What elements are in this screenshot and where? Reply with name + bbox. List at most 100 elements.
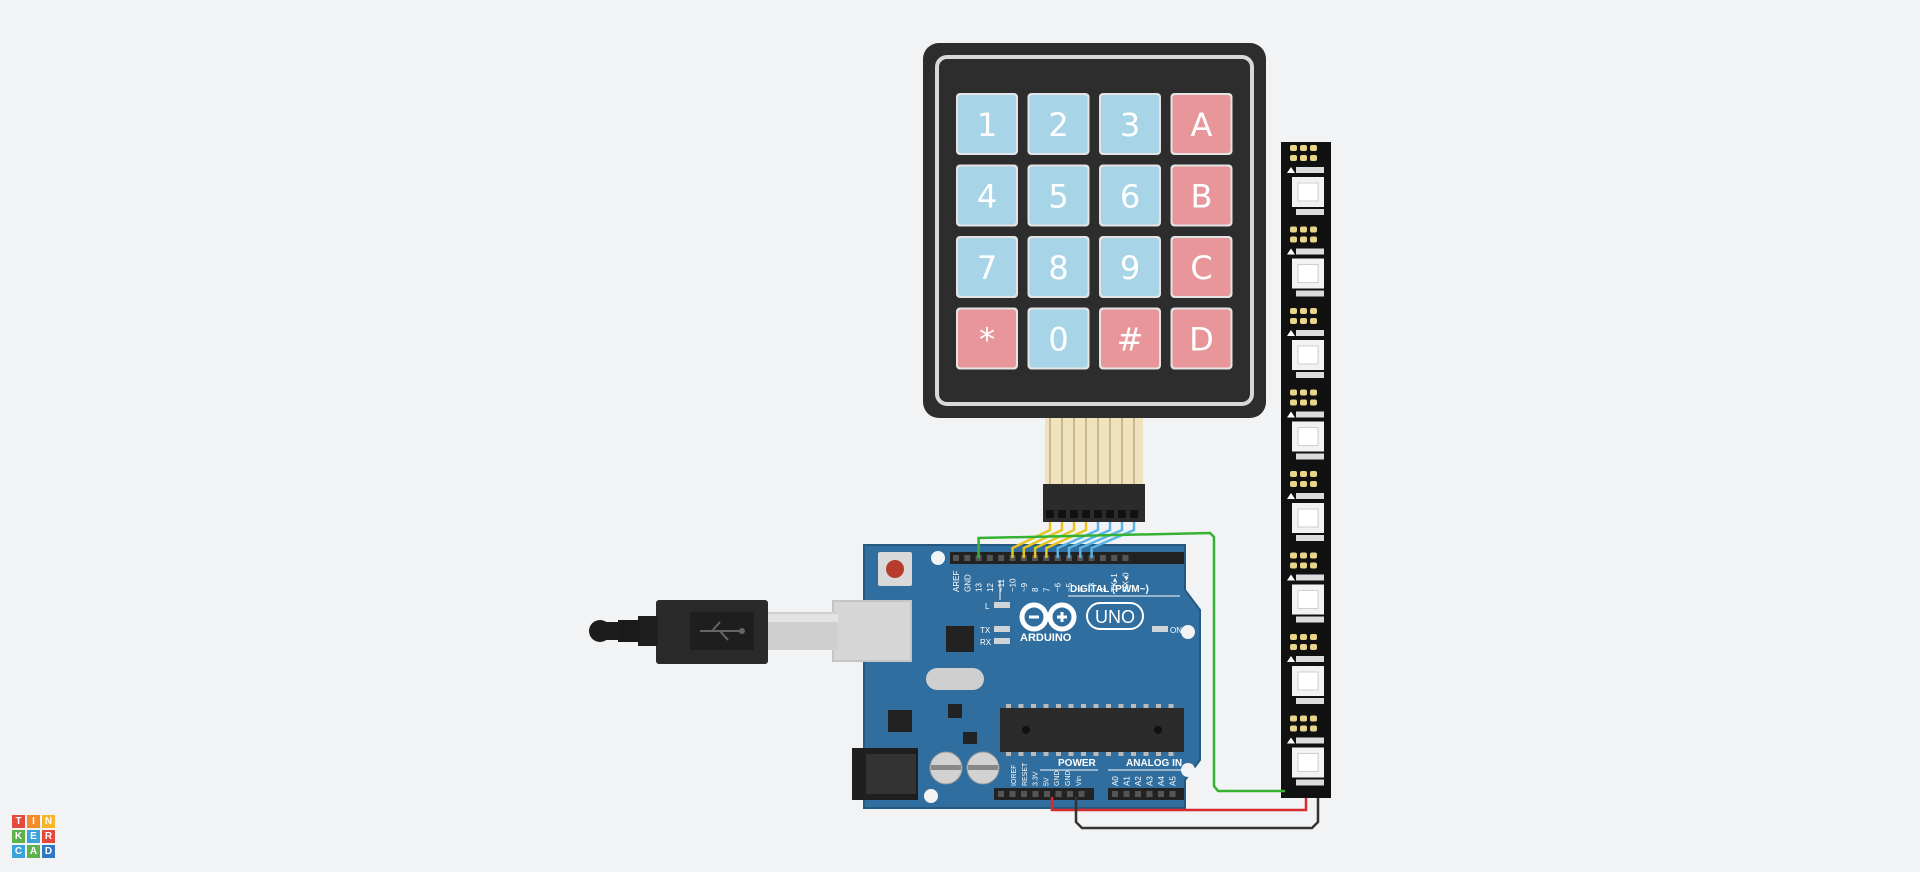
- digital-pin-label: 7: [1042, 587, 1051, 592]
- power-pin-hole[interactable]: [1021, 791, 1027, 797]
- digital-pin-hole[interactable]: [953, 555, 959, 561]
- neopixel-led[interactable]: [1287, 389, 1324, 460]
- keypad-key[interactable]: 0: [1027, 307, 1090, 370]
- neopixel-led[interactable]: [1287, 715, 1324, 786]
- keypad-key[interactable]: 4: [956, 164, 1018, 227]
- digital-pin-label: RX◂0: [1122, 572, 1131, 592]
- power-pin-hole[interactable]: [1044, 791, 1050, 797]
- keypad-key[interactable]: 2: [1027, 93, 1090, 155]
- key-label: 3: [1120, 106, 1140, 144]
- keypad-key[interactable]: B: [1170, 164, 1233, 227]
- keypad-key[interactable]: 1: [956, 93, 1018, 155]
- neopixel-led[interactable]: [1287, 226, 1324, 297]
- logo-letter: N: [42, 815, 55, 828]
- usb-b-port[interactable]: [832, 600, 912, 662]
- keypad-key[interactable]: 9: [1099, 236, 1161, 298]
- keypad-wire[interactable]: [1022, 522, 1064, 558]
- status-leds: L TX RX ON: [980, 602, 1182, 647]
- key-label: 1: [977, 106, 997, 144]
- power-jack[interactable]: [852, 748, 918, 800]
- on-led-label: ON: [1170, 626, 1182, 635]
- keypad-wire[interactable]: [1079, 522, 1124, 558]
- connector-pin[interactable]: [1082, 510, 1090, 518]
- analog-pin-hole[interactable]: [1146, 791, 1153, 797]
- power-pin-hole[interactable]: [1055, 791, 1062, 797]
- power-pin-hole[interactable]: [1067, 791, 1073, 797]
- keypad-key[interactable]: D: [1170, 307, 1233, 370]
- connector-pin[interactable]: [1118, 510, 1126, 518]
- digital-pin-hole[interactable]: [1122, 555, 1129, 561]
- reset-button[interactable]: [878, 552, 912, 586]
- keypad-key[interactable]: 7: [956, 236, 1018, 298]
- keypad-wire[interactable]: [1033, 522, 1076, 558]
- arduino-model: UNO: [1095, 607, 1135, 627]
- keypad-key[interactable]: 6: [1099, 164, 1161, 227]
- digital-pin-hole[interactable]: [1111, 555, 1118, 561]
- connector-pin[interactable]: [1058, 510, 1066, 518]
- power-pin-label: GND: [1054, 770, 1061, 786]
- analog-pin-hole[interactable]: [1158, 791, 1164, 797]
- digital-pin-label: 13: [975, 583, 984, 592]
- power-pin-hole[interactable]: [1032, 791, 1039, 797]
- usb-cable[interactable]: [589, 600, 838, 664]
- keypad-key[interactable]: 5: [1027, 164, 1090, 227]
- keypad-wire[interactable]: [1090, 522, 1136, 558]
- digital-pin-hole[interactable]: [986, 555, 993, 561]
- keypad-wire[interactable]: [1045, 522, 1088, 558]
- ground-wire[interactable]: [1074, 797, 1320, 830]
- neopixel-led[interactable]: [1287, 145, 1324, 215]
- analog-pin-hole[interactable]: [1169, 791, 1176, 797]
- analog-pin-hole[interactable]: [1112, 791, 1118, 797]
- keypad-key[interactable]: C: [1170, 236, 1233, 298]
- analog-pin-hole[interactable]: [1135, 791, 1141, 797]
- digital-pin-label: AREF: [952, 571, 961, 592]
- keypad-key[interactable]: 8: [1027, 236, 1090, 298]
- power-pin-hole[interactable]: [998, 791, 1004, 797]
- power-wire[interactable]: [1050, 797, 1308, 812]
- power-pin-hole[interactable]: [1009, 791, 1016, 797]
- neopixel-led[interactable]: [1287, 552, 1324, 623]
- key-label: 5: [1048, 178, 1068, 216]
- power-label: POWER: [1058, 758, 1097, 769]
- power-pin-label: IOREF: [1011, 765, 1018, 786]
- logo-letter: K: [12, 830, 25, 843]
- digital-pin-hole[interactable]: [1099, 555, 1106, 561]
- neopixel-led[interactable]: [1287, 634, 1324, 704]
- keypad-wire[interactable]: [1011, 522, 1052, 558]
- key-label: 2: [1048, 106, 1068, 144]
- data-wire[interactable]: [977, 531, 1285, 793]
- keypad-key[interactable]: #: [1099, 307, 1161, 370]
- neopixel-led-strip[interactable]: [1281, 142, 1331, 798]
- keypad-ribbon-cable: [1045, 418, 1143, 484]
- connector-pin[interactable]: [1070, 510, 1078, 518]
- digital-pin-label: ~6: [1054, 582, 1063, 592]
- keypad-wire[interactable]: [1067, 522, 1112, 558]
- digital-pin-hole[interactable]: [964, 555, 971, 561]
- connector-pin[interactable]: [1094, 510, 1102, 518]
- digital-pin-label: 2: [1099, 587, 1108, 592]
- analog-label: ANALOG IN: [1126, 758, 1182, 769]
- digital-pin-hole[interactable]: [998, 555, 1005, 561]
- keypad-key[interactable]: 3: [1099, 93, 1161, 155]
- connector-pin[interactable]: [1130, 510, 1138, 518]
- keypad-key[interactable]: A: [1170, 93, 1233, 155]
- analog-pin-hole[interactable]: [1123, 791, 1130, 797]
- digital-pin-label: 8: [1031, 587, 1040, 592]
- connector-pin[interactable]: [1106, 510, 1114, 518]
- power-pin-hole[interactable]: [1078, 791, 1085, 797]
- keypad-key[interactable]: *: [956, 307, 1018, 370]
- wires[interactable]: [977, 522, 1320, 830]
- connector-pin[interactable]: [1046, 510, 1054, 518]
- usb-symbol-icon: [700, 621, 745, 641]
- neopixel-led[interactable]: [1287, 471, 1324, 541]
- keypad-wire[interactable]: [1056, 522, 1100, 558]
- arduino-brand: ARDUINO: [1020, 632, 1072, 644]
- neopixel-led[interactable]: [1287, 308, 1324, 378]
- logo-letter: R: [42, 830, 55, 843]
- key-label: C: [1190, 249, 1212, 287]
- key-label: 9: [1120, 249, 1140, 287]
